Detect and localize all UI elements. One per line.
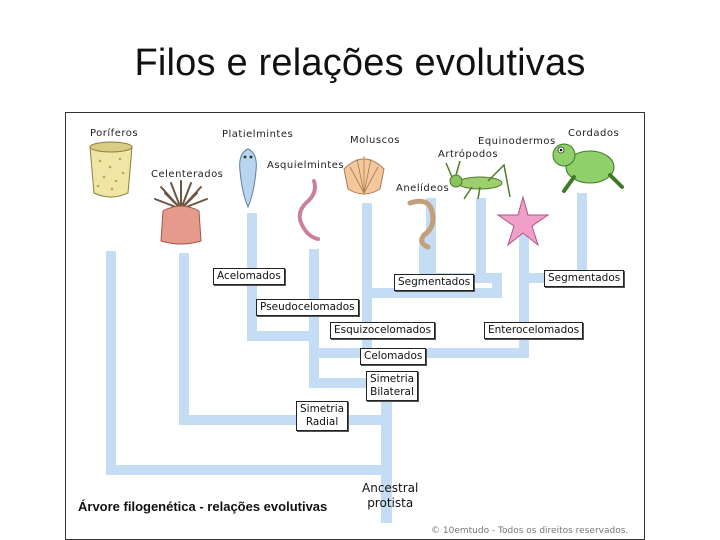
label-moluscos: Moluscos <box>350 135 400 146</box>
node-celomados: Celomados <box>360 348 426 365</box>
branch <box>362 203 372 298</box>
segmented-worm-illustration <box>406 197 448 251</box>
label-artropodos: Artrópodos <box>438 149 498 160</box>
branch <box>106 465 387 475</box>
branch <box>476 198 486 283</box>
branch <box>179 415 387 425</box>
frog-illustration <box>550 137 626 195</box>
node-simetria-radial-line2: Radial <box>300 416 344 429</box>
branch <box>309 249 319 341</box>
slide-title: Filos e relações evolutivas <box>0 42 720 85</box>
sea-anemone-illustration <box>151 179 211 245</box>
starfish-illustration <box>496 195 550 249</box>
node-simetria-bilateral-line1: Simetria <box>370 373 414 386</box>
node-acelomados: Acelomados <box>213 268 285 285</box>
node-esquizocelomados: Esquizocelomados <box>330 322 435 339</box>
label-cordados: Cordados <box>568 128 619 139</box>
branch <box>519 273 529 358</box>
node-simetria-bilateral-line2: Bilateral <box>370 386 414 399</box>
ancestral-line2: protista <box>362 496 418 511</box>
branch <box>309 338 319 388</box>
node-enterocelomados: Enterocelomados <box>484 322 583 339</box>
phylogenetic-tree-figure: Poríferos Celenterados Platielmintes Asq… <box>65 112 645 540</box>
label-equinodermos: Equinodermos <box>478 136 556 147</box>
sponge-illustration <box>86 139 136 199</box>
label-celenterados: Celenterados <box>151 169 223 180</box>
label-anelideos: Anelídeos <box>396 183 449 194</box>
node-simetria-radial: Simetria Radial <box>296 401 348 431</box>
node-segmentados-left: Segmentados <box>394 274 474 291</box>
ancestral-line1: Ancestral <box>362 481 418 496</box>
figure-caption: Árvore filogenética - relações evolutiva… <box>78 499 327 514</box>
branch <box>106 251 116 475</box>
label-asquielmintes: Asquielmintes <box>267 160 344 171</box>
node-segmentados-right: Segmentados <box>544 270 624 287</box>
node-simetria-bilateral: Simetria Bilateral <box>366 371 418 401</box>
clam-shell-illustration <box>340 147 388 199</box>
label-poriferos: Poríferos <box>90 128 138 139</box>
node-pseudocelomados: Pseudocelomados <box>256 299 359 316</box>
copyright-notice: © 10emtudo - Todos os direitos reservado… <box>431 526 628 536</box>
label-platielmintes: Platielmintes <box>222 129 293 140</box>
node-simetria-radial-line1: Simetria <box>300 403 344 416</box>
node-ancestral-protista: Ancestral protista <box>362 481 418 511</box>
flatworm-illustration <box>234 147 262 209</box>
branch <box>179 253 189 425</box>
roundworm-illustration <box>292 179 322 243</box>
